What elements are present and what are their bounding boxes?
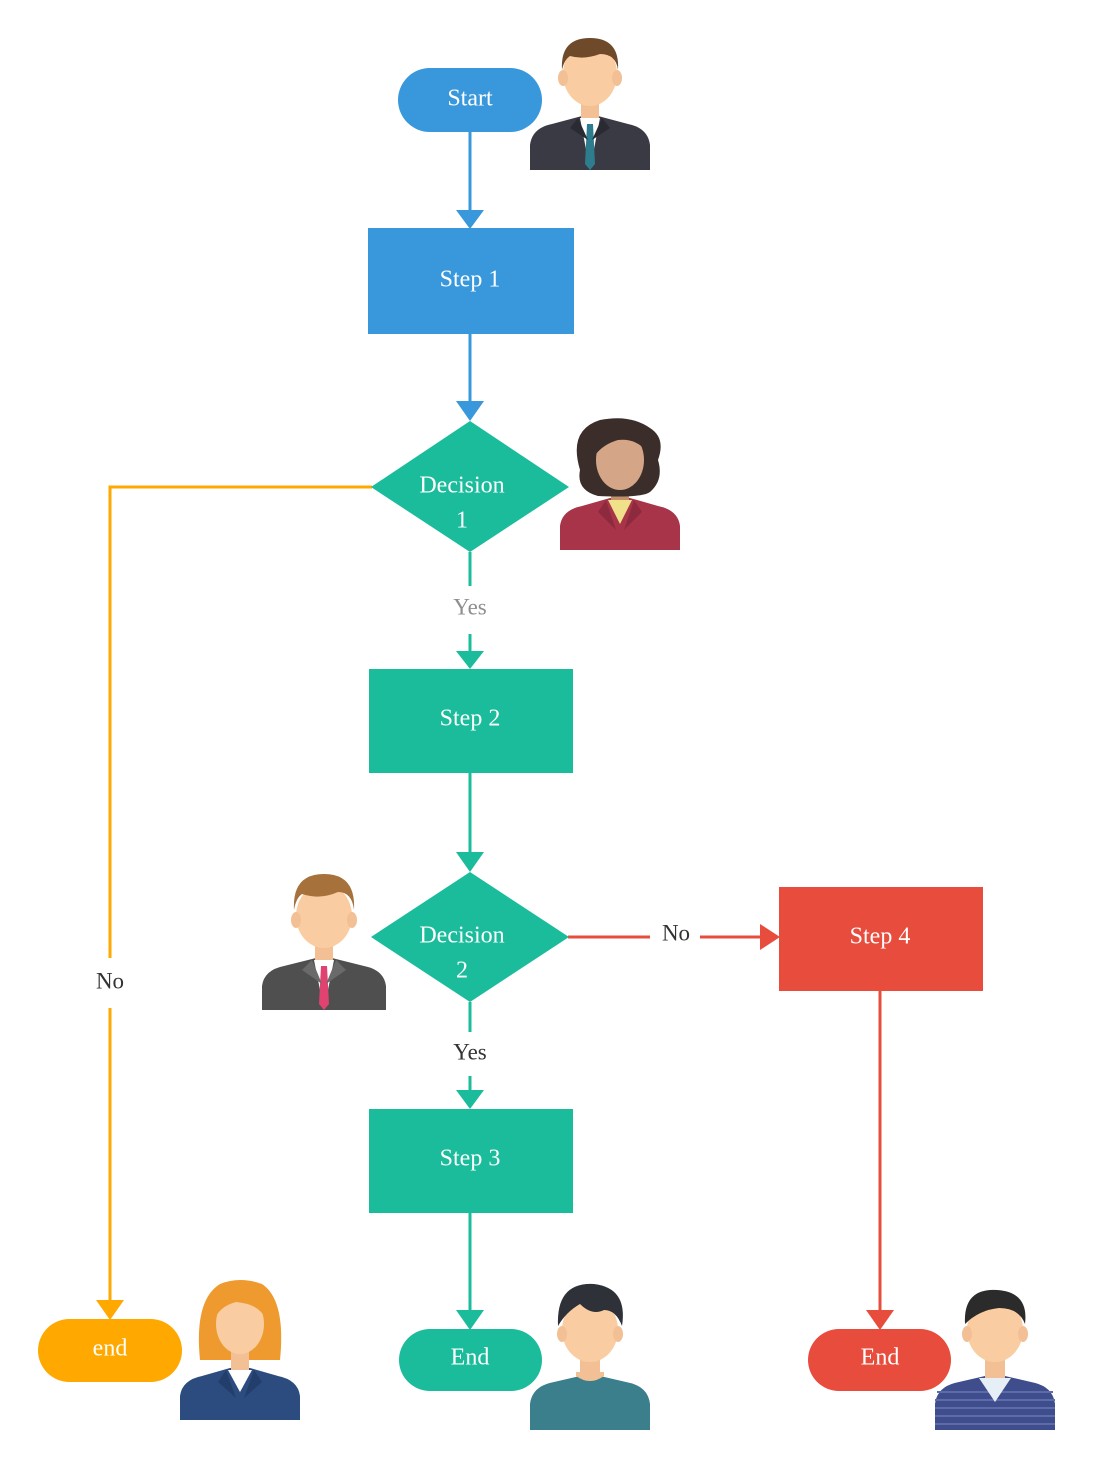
node-step1[interactable]: Step 1 xyxy=(368,228,574,334)
edge-step1-decision1 xyxy=(456,334,484,421)
node-step2[interactable]: Step 2 xyxy=(369,669,573,773)
node-decision1[interactable]: Decision 1 xyxy=(371,421,569,552)
node-end-right-label: End xyxy=(861,1345,900,1371)
label-decision2-yes: Yes xyxy=(453,1039,487,1064)
edge-step2-decision2 xyxy=(456,773,484,872)
node-end-right[interactable]: End xyxy=(808,1329,951,1391)
node-decision2[interactable]: Decision 2 xyxy=(371,872,569,1002)
businessman-dark-suit-icon xyxy=(530,38,650,170)
edge-decision1-step2 xyxy=(456,552,484,669)
node-end-center[interactable]: End xyxy=(399,1329,542,1391)
node-step2-label: Step 2 xyxy=(440,706,501,732)
node-decision1-label-line1: Decision xyxy=(419,473,504,499)
node-end-left-label: end xyxy=(93,1336,128,1362)
node-end-left[interactable]: end xyxy=(38,1319,182,1382)
edge-step4-end xyxy=(866,991,894,1330)
node-step3-label: Step 3 xyxy=(440,1146,501,1172)
label-decision2-no: No xyxy=(662,920,690,945)
node-decision2-label-line2: 2 xyxy=(456,958,468,984)
edge-decision2-step3 xyxy=(456,1002,484,1109)
node-decision2-label-line1: Decision xyxy=(419,923,504,949)
edge-decision1-end xyxy=(96,485,372,1320)
node-decision1-label-line2: 1 xyxy=(456,508,468,534)
node-start-label: Start xyxy=(447,86,493,112)
businessman-gray-suit-icon xyxy=(262,874,386,1010)
edge-step3-end xyxy=(456,1213,484,1330)
businesswoman-blue-suit-icon xyxy=(180,1280,300,1420)
node-start[interactable]: Start xyxy=(398,68,542,132)
node-step4[interactable]: Step 4 xyxy=(779,887,983,991)
edge-decision2-step4 xyxy=(568,924,780,950)
man-striped-sweater-icon xyxy=(935,1289,1055,1430)
label-decision1-no: No xyxy=(96,968,124,993)
man-teal-shirt-icon xyxy=(530,1283,650,1430)
label-decision1-yes: Yes xyxy=(453,594,487,619)
node-step4-label: Step 4 xyxy=(850,924,911,950)
node-end-center-label: End xyxy=(451,1345,490,1371)
node-step3[interactable]: Step 3 xyxy=(369,1109,573,1213)
businesswoman-red-suit-icon xyxy=(560,418,680,550)
node-step1-label: Step 1 xyxy=(440,267,501,293)
edge-start-step1 xyxy=(456,132,484,229)
